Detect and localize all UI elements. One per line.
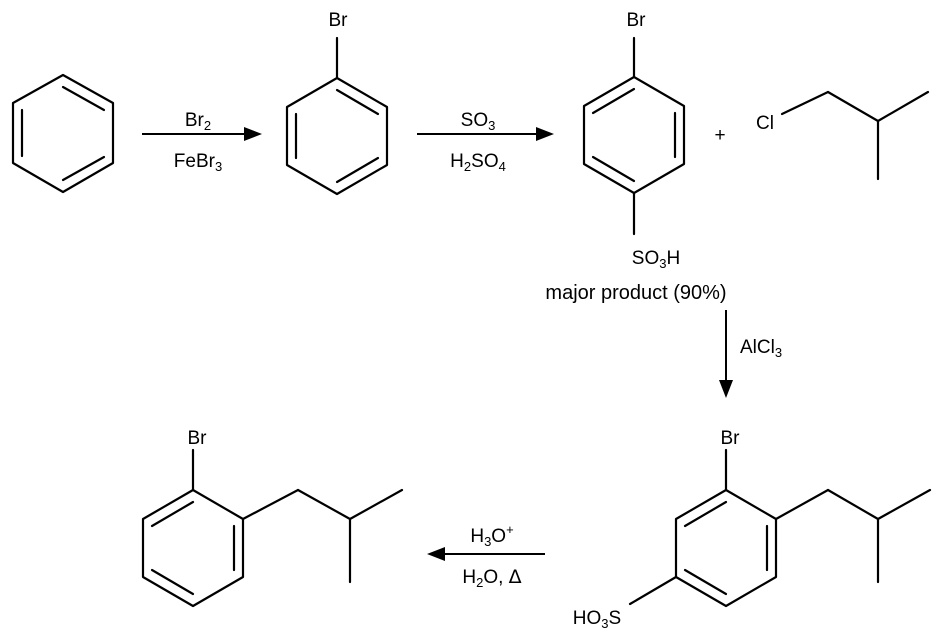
bromobenzenesulfonic-acid-molecule: Br SO3H major product (90%)	[545, 10, 726, 304]
plus-sign: +	[714, 125, 725, 146]
arrow-step-3: AlCl3	[719, 310, 782, 398]
bromo-label-4: Br	[188, 428, 208, 449]
bromo-label-3: Br	[721, 428, 741, 449]
bromo-label-1: Br	[329, 10, 349, 31]
bromo-label-2: Br	[627, 10, 647, 31]
chloro-label: Cl	[756, 113, 774, 134]
arrow-step-1: Br2 FeBr3	[142, 110, 262, 174]
sulfonic-acid-label: SO3H	[632, 248, 680, 271]
reagent-h2so4: H2SO4	[450, 151, 506, 174]
reagent-h3o-plus: H3O+	[470, 522, 513, 549]
sulfonic-acid-label-left: HO3S	[573, 608, 621, 631]
reagent-so3: SO3	[461, 110, 496, 133]
reagent-water-heat: H2O, Δ	[462, 566, 521, 590]
benzene-molecule	[11, 73, 115, 194]
bromo-isobutylbenzene-molecule: Br	[141, 428, 404, 608]
bromobenzene-molecule: Br	[285, 10, 389, 196]
isobutyl-chloride-molecule: Cl	[756, 90, 930, 181]
major-product-caption: major product (90%)	[545, 282, 726, 304]
reagent-febr3: FeBr3	[174, 151, 222, 174]
reagent-br2: Br2	[185, 110, 211, 133]
delta-heat-symbol: Δ	[509, 566, 522, 588]
arrow-step-2: SO3 H2SO4	[417, 110, 554, 174]
isobutyl-bromobenzenesulfonic-acid-molecule: Br HO3S	[573, 428, 932, 631]
arrow-step-4: H3O+ H2O, Δ	[427, 522, 545, 590]
reagent-alcl3: AlCl3	[740, 337, 782, 360]
